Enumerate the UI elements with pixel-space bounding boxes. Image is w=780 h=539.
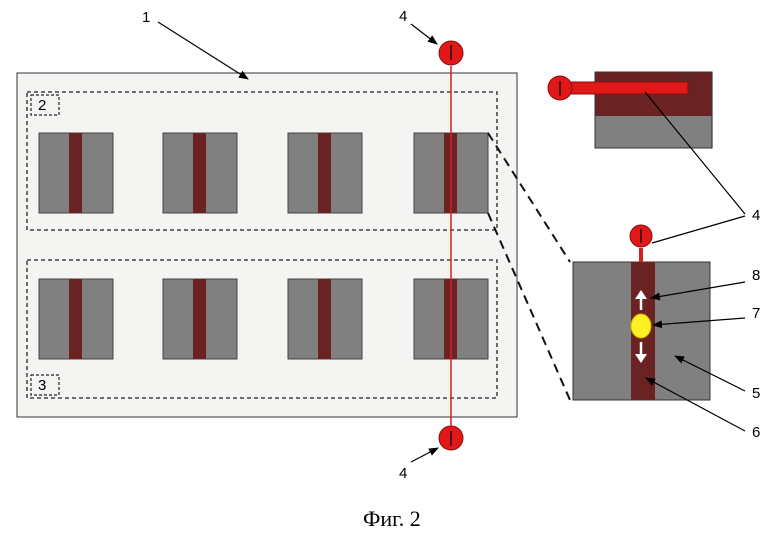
channel <box>193 279 206 359</box>
leader-heater-top <box>411 24 437 44</box>
heater-pin-top-icon <box>439 41 463 65</box>
channel <box>69 279 82 359</box>
channel <box>318 133 331 213</box>
channel <box>318 279 331 359</box>
figure-caption: Фиг. 2 <box>363 506 421 531</box>
label-element: 5 <box>752 385 760 402</box>
channel <box>69 133 82 213</box>
element <box>163 133 237 213</box>
label-heater-bottom: 4 <box>399 465 407 482</box>
label-motion: 8 <box>752 267 760 284</box>
leader-heater-bottom <box>411 448 438 462</box>
label-droplet: 7 <box>752 305 760 322</box>
heater-rod <box>565 82 688 94</box>
label-heater-top: 4 <box>399 8 407 25</box>
heater-pin-bottom-icon <box>439 426 463 450</box>
label-channel: 6 <box>752 424 760 441</box>
element-detail <box>573 225 710 400</box>
label-heater-right: 4 <box>752 207 760 224</box>
board <box>17 73 517 417</box>
droplet <box>631 314 651 338</box>
leader-heater-pin <box>652 216 745 243</box>
leader-board <box>158 22 248 79</box>
element <box>288 133 362 213</box>
label-board: 1 <box>142 9 150 26</box>
channel <box>193 133 206 213</box>
element <box>39 279 113 359</box>
label-lower-group: 3 <box>38 377 46 394</box>
label-upper-group: 2 <box>38 97 46 114</box>
element <box>288 279 362 359</box>
element <box>163 279 237 359</box>
element <box>39 133 113 213</box>
heater-detail <box>548 72 712 148</box>
